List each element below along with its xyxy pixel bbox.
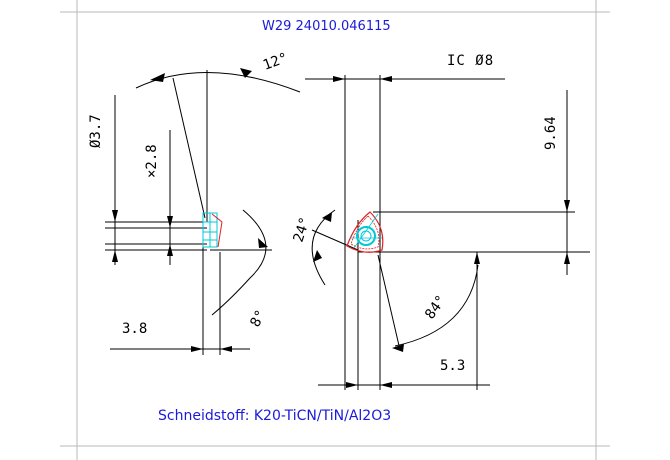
dim-offset: 5.3 <box>440 358 465 374</box>
dim-ic-diameter: IC Ø8 <box>447 53 494 69</box>
dim-clearance-angle: 12° <box>261 50 290 74</box>
material-spec: Schneidstoff: K20-TiCN/TiN/Al2O3 <box>158 408 391 424</box>
dim-corner-angle: 24° <box>291 215 314 244</box>
right-view <box>305 75 590 390</box>
drawing-title: W29 24010.046115 <box>262 19 391 34</box>
insert-side-detail <box>202 212 223 248</box>
dim-inner-diameter: ×2.8 <box>144 144 160 178</box>
dim-length: 3.8 <box>122 321 147 337</box>
dim-height: 9.64 <box>543 116 559 150</box>
drawing-frame <box>60 0 610 460</box>
dim-outer-diameter: Ø3.7 <box>88 114 104 148</box>
left-view <box>105 68 301 355</box>
dim-lead-angle: 84° <box>422 292 450 322</box>
insert-top-view <box>346 211 384 253</box>
dim-tip-angle: 8° <box>247 307 269 329</box>
